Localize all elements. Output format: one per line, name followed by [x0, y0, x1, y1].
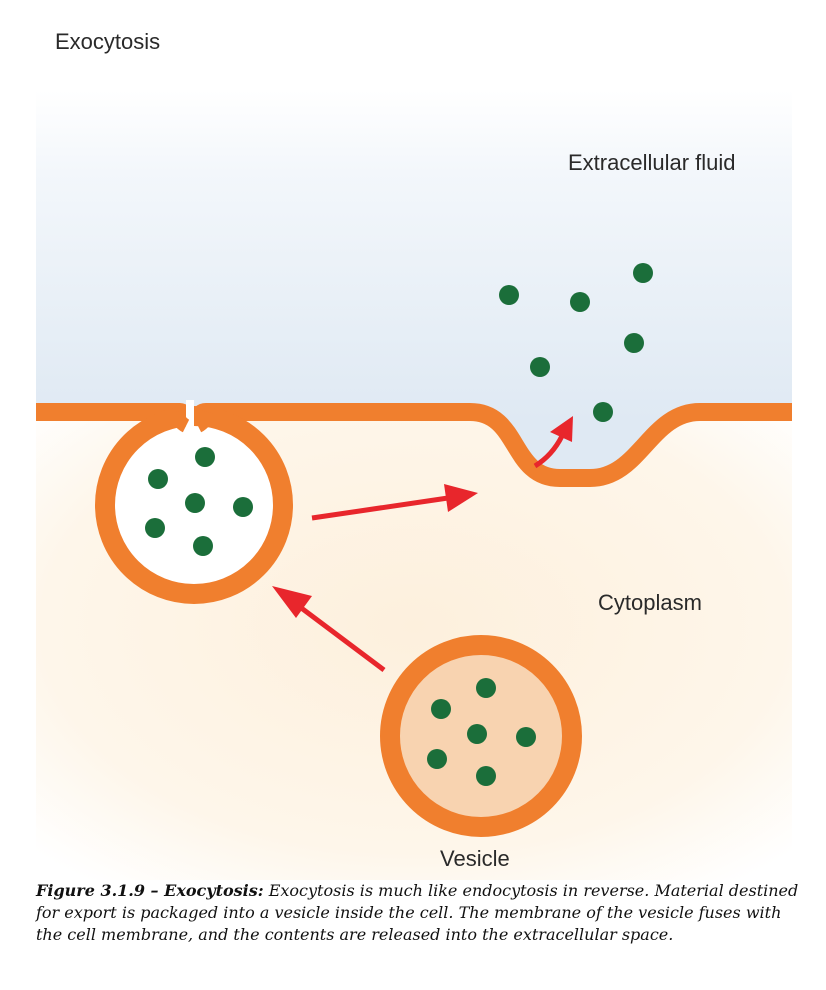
exocytosis-diagram: Exocytosis Extracellular fluid Cytoplasm…	[36, 29, 792, 880]
particle	[476, 678, 496, 698]
released-particle	[499, 285, 519, 305]
particle	[148, 469, 168, 489]
released-particle	[570, 292, 590, 312]
released-particle	[633, 263, 653, 283]
extracellular-fluid-region	[36, 90, 792, 420]
particle	[185, 493, 205, 513]
particle	[233, 497, 253, 517]
figure-caption: Figure 3.1.9 – Exocytosis: Exocytosis is…	[36, 880, 806, 946]
caption-text: Exocytosis is much like endocytosis in r…	[36, 881, 799, 944]
fusion-pore-bridge-left	[169, 410, 190, 433]
caption-label: Figure 3.1.9 – Exocytosis:	[36, 881, 264, 900]
released-particle	[593, 402, 613, 422]
arrow-release	[533, 416, 573, 469]
particle	[431, 699, 451, 719]
label-extracellular-fluid: Extracellular fluid	[568, 150, 736, 175]
released-particle	[530, 357, 550, 377]
released-particle	[624, 333, 644, 353]
particle	[193, 536, 213, 556]
arrow-vesicle-to-membrane	[272, 586, 386, 672]
label-cytoplasm: Cytoplasm	[598, 590, 702, 615]
diagram-title: Exocytosis	[55, 29, 160, 54]
particle	[145, 518, 165, 538]
arrow-fusion-to-dip	[311, 484, 478, 521]
fusion-pore-bridge-right	[194, 410, 215, 433]
particle	[467, 724, 487, 744]
label-vesicle: Vesicle	[440, 846, 510, 871]
particle	[427, 749, 447, 769]
particle	[476, 766, 496, 786]
fusion-pore-gap	[186, 400, 194, 430]
particle	[516, 727, 536, 747]
particle	[195, 447, 215, 467]
